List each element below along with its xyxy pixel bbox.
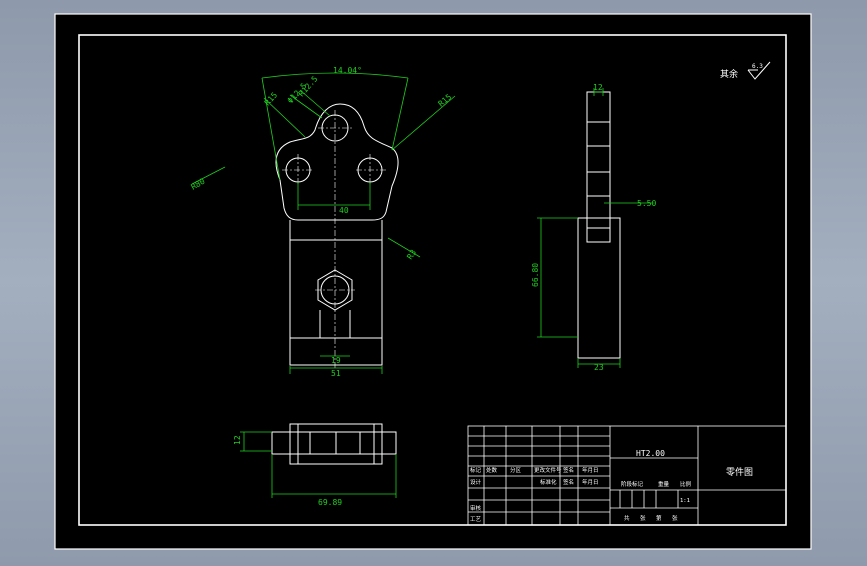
tb-date-2: 年月日: [582, 478, 599, 486]
tb-designer: 设计: [470, 478, 482, 486]
front-view-base: [289, 337, 383, 366]
title-block-text: 标记 处数 分区 更改文件号 签名 年月日 设计 标准化 签名 年月日 审核 工…: [470, 466, 692, 523]
roughness-value: 6.3: [752, 63, 763, 70]
tb-zone: 分区: [510, 466, 522, 474]
tb-signature: 签名: [563, 466, 574, 474]
tb-total: 共: [624, 514, 630, 522]
tb-date: 年月日: [582, 466, 599, 474]
tb-mark: 标记: [470, 466, 482, 474]
drawing-sheet: [54, 13, 812, 550]
dim-side-base: 23: [594, 363, 604, 372]
tb-process: 工艺: [470, 516, 482, 523]
dim-base-width: 51: [331, 369, 341, 378]
tb-drawing-no: HT2.00: [636, 449, 665, 458]
front-view-upper-plate: [275, 103, 399, 221]
tb-scale: 比例: [680, 480, 692, 488]
title-block: [467, 425, 787, 526]
tb-weight: 重量: [658, 480, 670, 488]
roughness-label: 其余: [720, 68, 738, 80]
tb-stage-mark: 阶段标记: [621, 480, 644, 488]
dim-hex-width: 19: [331, 356, 341, 365]
dim-side-offset: 5.50: [637, 199, 656, 208]
top-dimensions: [240, 431, 397, 498]
dim-angle-top: 14.04°: [333, 66, 362, 75]
roughness-symbol: 其余 6.3: [720, 61, 771, 80]
dim-hole-spacing: 40: [339, 206, 349, 215]
tb-review: 审核: [470, 504, 482, 512]
tb-change-doc: 更改文件号: [534, 466, 562, 474]
top-dimension-labels: 12 69.89: [233, 435, 342, 507]
top-view: [271, 423, 397, 465]
drawing-border: [78, 34, 787, 526]
tb-drawing-name: 零件图: [726, 466, 753, 478]
side-dimension-labels: 12 5.50 66.80 23: [531, 83, 656, 372]
side-dimensions: [537, 88, 652, 368]
tb-scale-value: 1:1: [680, 498, 690, 504]
tb-signature-2: 签名: [563, 478, 574, 486]
dim-top-view-length: 69.89: [318, 498, 342, 507]
dim-top-view-thickness: 12: [233, 435, 242, 445]
dim-side-height: 66.80: [531, 263, 540, 287]
tb-sheet: 张: [672, 514, 678, 522]
centerlines: [282, 110, 386, 368]
tb-standardize: 标准化: [540, 478, 557, 486]
dim-side-thickness: 12: [593, 83, 603, 92]
tb-sheets: 张: [640, 514, 646, 522]
top-view-outline: [271, 431, 397, 455]
tb-sheet-no: 第: [656, 514, 662, 522]
tb-count: 处数: [486, 466, 498, 474]
front-dimensions: [191, 72, 456, 374]
side-view-block: [577, 217, 621, 359]
